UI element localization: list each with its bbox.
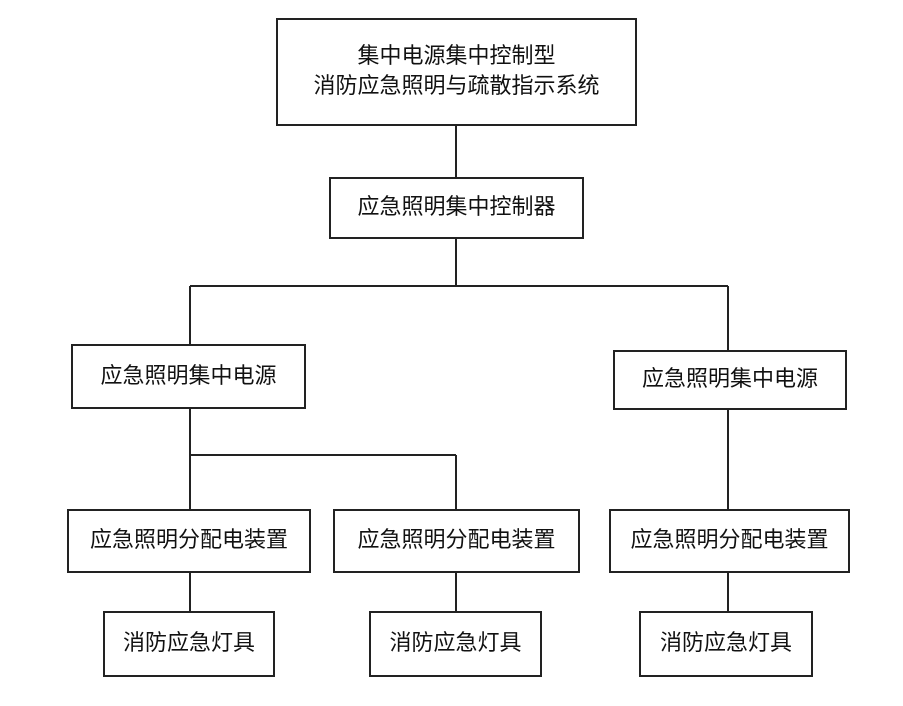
power-supply-label-1: 应急照明集中电源 [100,363,277,389]
distribution-device-label-3: 应急照明分配电装置 [630,528,829,554]
distribution-device-node-3: 应急照明分配电装置 [609,509,850,573]
power-supply-node-1: 应急照明集中电源 [71,344,306,409]
power-supply-label-2: 应急照明集中电源 [641,367,818,393]
distribution-device-label-2: 应急照明分配电装置 [357,528,556,554]
root-title-line-1: 集中电源集中控制型 [357,44,556,70]
fixture-label-2: 消防应急灯具 [389,631,522,657]
controller-node: 应急照明集中控制器 [329,177,584,239]
distribution-device-node-1: 应急照明分配电装置 [67,509,311,573]
fixture-label-1: 消防应急灯具 [122,631,255,657]
power-supply-node-2: 应急照明集中电源 [613,350,847,410]
fixture-node-2: 消防应急灯具 [369,611,542,677]
fixture-label-3: 消防应急灯具 [659,631,792,657]
fixture-node-3: 消防应急灯具 [639,611,813,677]
root-title-line-2: 消防应急照明与疏散指示系统 [313,74,600,99]
fixture-node-1: 消防应急灯具 [103,611,275,677]
root-system-node: 集中电源集中控制型 消防应急照明与疏散指示系统 [276,18,637,126]
controller-label: 应急照明集中控制器 [357,195,556,221]
distribution-device-label-1: 应急照明分配电装置 [89,528,288,554]
distribution-device-node-2: 应急照明分配电装置 [333,509,580,573]
